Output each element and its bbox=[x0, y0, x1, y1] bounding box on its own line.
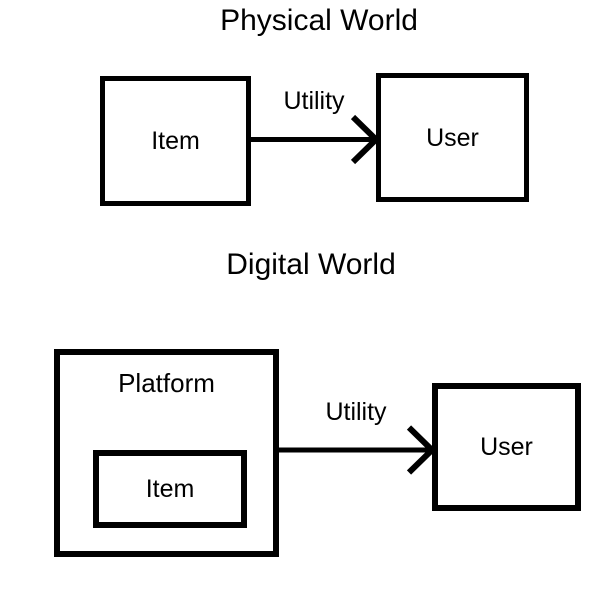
platform-label: Platform bbox=[118, 368, 215, 398]
physical-item-label: Item bbox=[151, 127, 200, 155]
physical-world-title: Physical World bbox=[220, 4, 418, 37]
platform-box: Platform Item bbox=[54, 349, 279, 557]
digital-item-label: Item bbox=[145, 475, 195, 503]
digital-utility-label: Utility bbox=[325, 398, 387, 426]
physical-item-box: Item bbox=[100, 76, 251, 206]
digital-item-box: Item bbox=[93, 450, 247, 528]
physical-utility-label: Utility bbox=[283, 87, 345, 115]
digital-user-label: User bbox=[480, 433, 533, 461]
physical-utility-arrow bbox=[251, 114, 381, 165]
arrowhead-icon bbox=[406, 425, 437, 475]
physical-user-box: User bbox=[376, 73, 529, 202]
arrowhead-icon bbox=[350, 114, 381, 165]
physical-user-label: User bbox=[426, 123, 479, 152]
digital-world-title: Digital World bbox=[226, 248, 396, 281]
digital-utility-arrow bbox=[279, 425, 437, 475]
digital-user-box: User bbox=[432, 383, 581, 511]
